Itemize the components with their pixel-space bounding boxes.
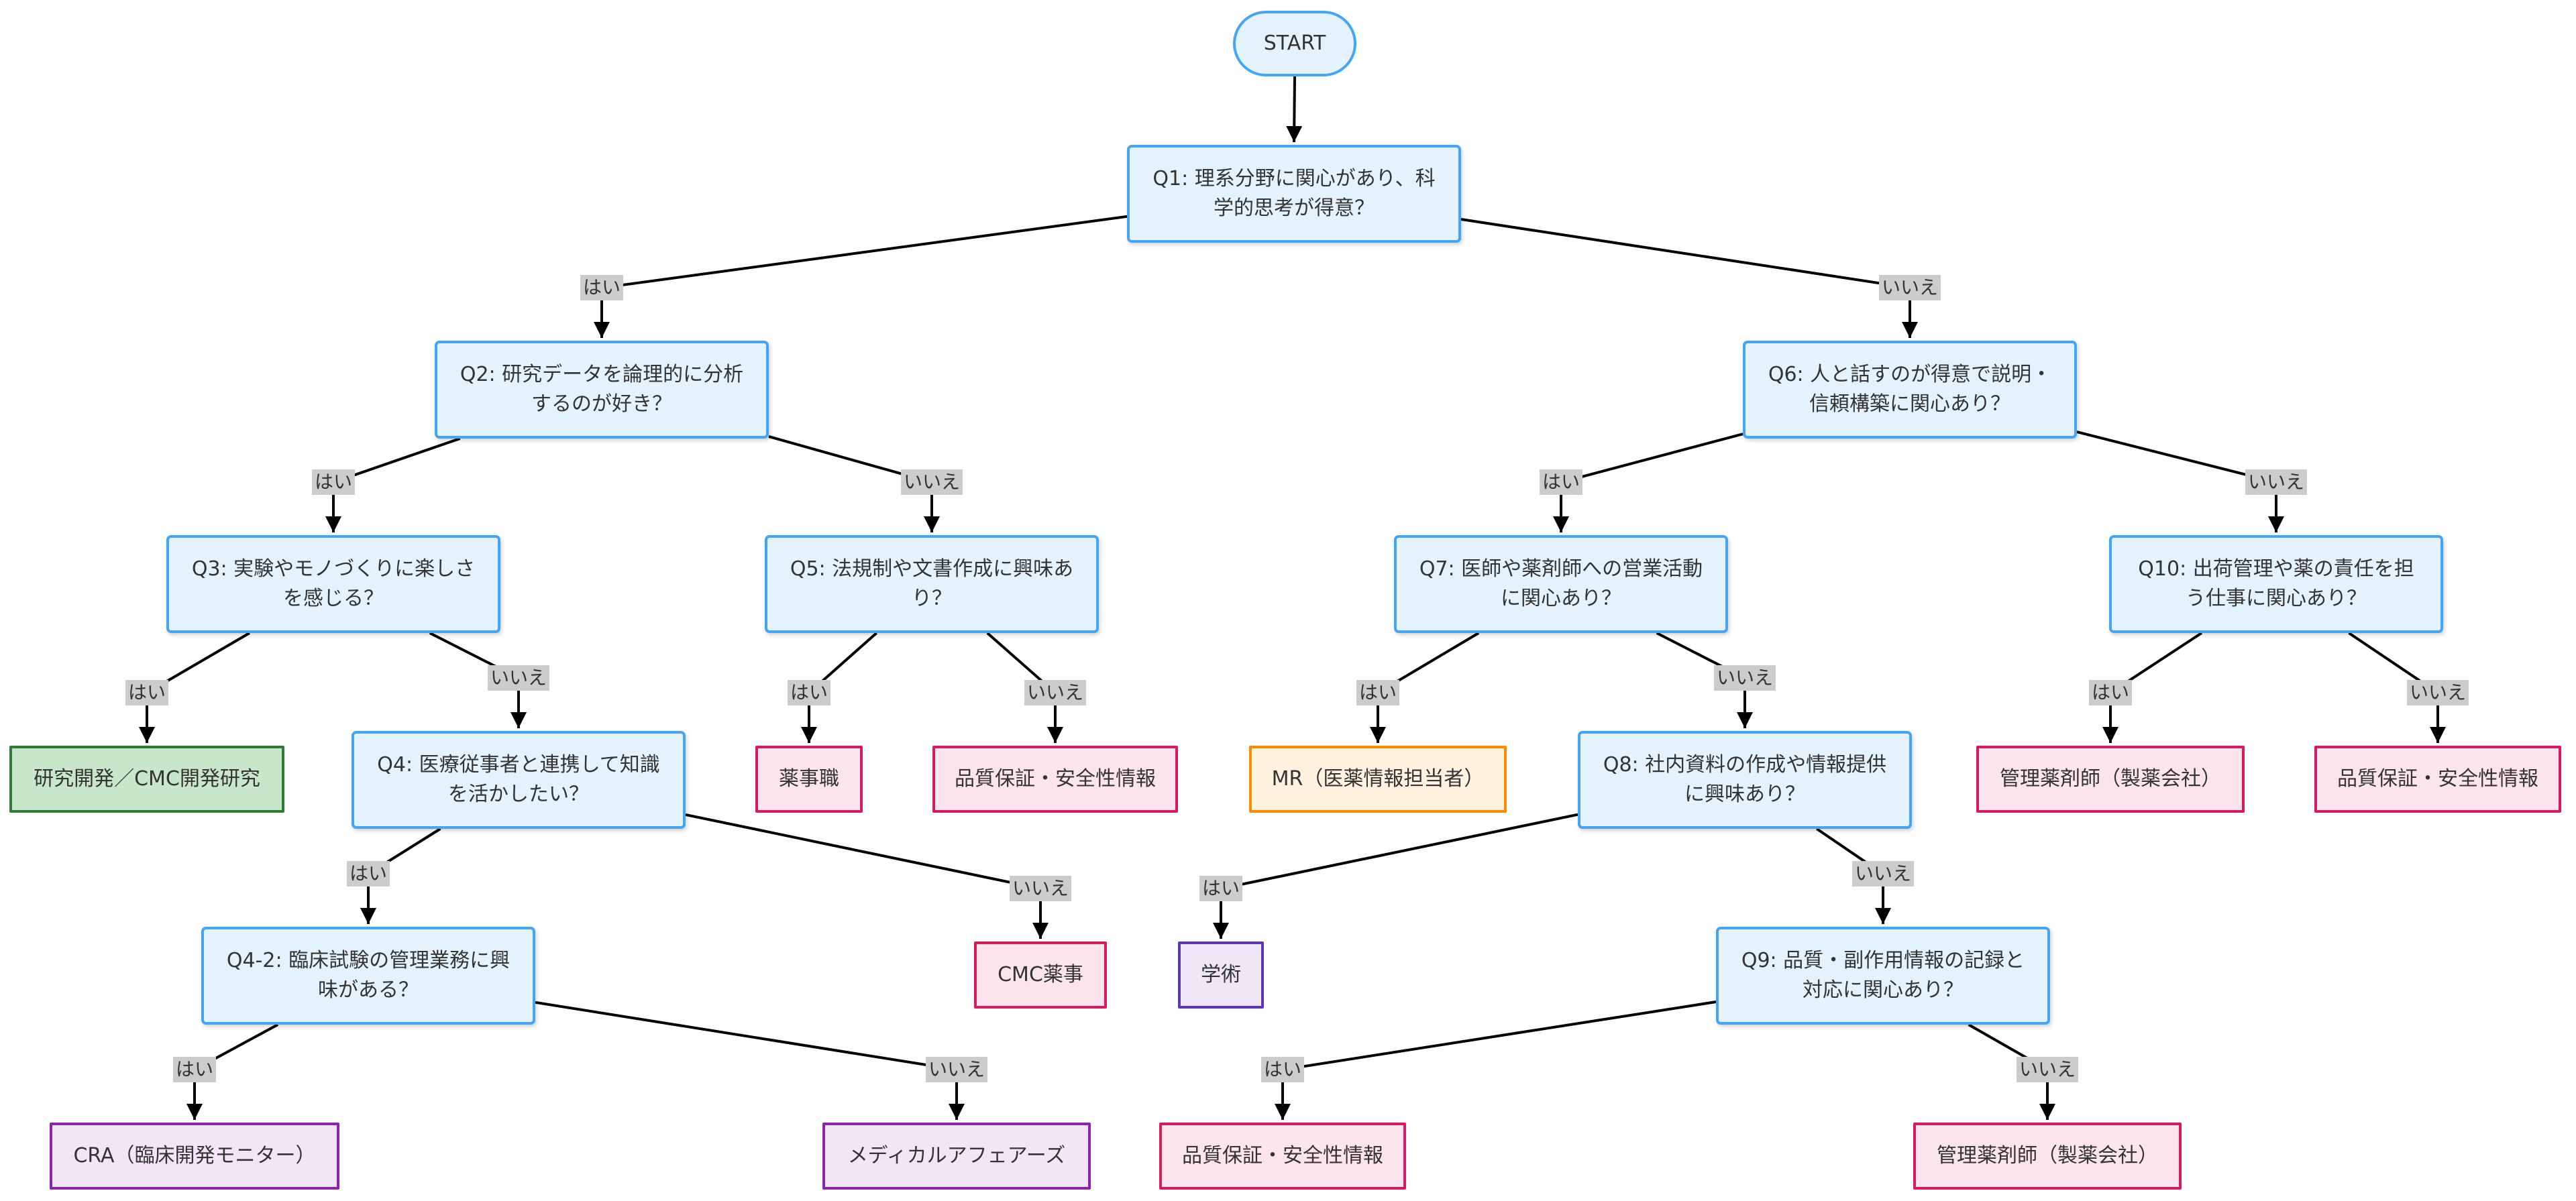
question-q8: Q8: 社内資料の作成や情報提供 に興味あり？ (1578, 731, 1912, 829)
edge-connector (1560, 433, 1743, 484)
edge-label-no: いいえ (925, 1057, 988, 1083)
question-q4-2: Q4-2: 臨床試験の管理業務に興 味がある？ (201, 927, 535, 1025)
edge-label-no: いいえ (1878, 275, 1941, 301)
edge-label-no: いいえ (1851, 861, 1915, 887)
edge-label-yes: はい (311, 469, 356, 496)
edge-label-yes: はい (787, 680, 831, 706)
result-research-development: 研究開発／CMC開発研究 (9, 746, 284, 813)
question-q3: Q3: 実験やモノづくりに楽しさ を感じる？ (166, 535, 500, 633)
edge-connector (1220, 813, 1578, 891)
edge-arrow (1286, 76, 1303, 143)
edge-connector (1282, 1000, 1717, 1072)
question-q9: Q9: 品質・副作用情報の記録と 対応に関心あり？ (1716, 927, 2050, 1025)
edge-label-yes: はい (125, 680, 169, 706)
edge-connector (2076, 431, 2277, 484)
start-node: START (1233, 11, 1356, 76)
edge-label-yes: はい (172, 1057, 217, 1083)
result-managing-pharmacist: 管理薬剤師（製薬会社） (1976, 746, 2245, 813)
edge-connector (1460, 218, 1911, 290)
question-q7: Q7: 医師や薬剤師への営業活動 に関心あり？ (1394, 535, 1728, 633)
edge-label-yes: はい (346, 861, 390, 887)
edge-label-yes: はい (1356, 680, 1400, 706)
result-quality-assurance: 品質保証・安全性情報 (1159, 1123, 1406, 1190)
edge-connector (535, 1000, 957, 1072)
edge-label-no: いいえ (1713, 665, 1776, 691)
edge-label-no: いいえ (2245, 469, 2308, 496)
question-q6: Q6: 人と話すのが得意で説明・ 信頼構築に関心あり？ (1743, 341, 2077, 439)
edge-connector (685, 813, 1041, 891)
result-medical-affairs: メディカルアフェアーズ (822, 1123, 1091, 1190)
edge-label-yes: はい (1260, 1057, 1305, 1083)
edge-label-yes: はい (1539, 469, 1583, 496)
edge-label-yes: はい (580, 275, 624, 301)
question-q2: Q2: 研究データを論理的に分析 するのが好き？ (435, 341, 769, 439)
result-mr: MR（医薬情報担当者） (1249, 746, 1507, 813)
edge-label-no: いいえ (2016, 1057, 2079, 1083)
result-quality-assurance: 品質保証・安全性情報 (932, 746, 1178, 813)
result-managing-pharmacist: 管理薬剤師（製薬会社） (1913, 1123, 2182, 1190)
edge-label-no: いいえ (2406, 680, 2469, 706)
question-q4: Q4: 医療従事者と連携して知識 を活かしたい？ (352, 731, 686, 829)
edge-label-no: いいえ (487, 665, 550, 691)
edge-label-yes: はい (1199, 876, 1243, 902)
edge-label-yes: はい (2088, 680, 2133, 706)
result-regulatory-affairs: 薬事職 (755, 746, 863, 813)
result-cmc-regulatory: CMC薬事 (974, 941, 1107, 1009)
question-q1: Q1: 理系分野に関心があり、科 学的思考が得意？ (1127, 145, 1461, 243)
result-medical-science: 学術 (1178, 941, 1264, 1009)
edge-connector (601, 215, 1128, 290)
result-cra: CRA（臨床開発モニター） (50, 1123, 339, 1190)
question-q10: Q10: 出荷管理や薬の責任を担 う仕事に関心あり？ (2109, 535, 2443, 633)
edge-label-no: いいえ (900, 469, 963, 496)
edge-label-no: いいえ (1024, 680, 1087, 706)
question-q5: Q5: 法規制や文書作成に興味あ り？ (765, 535, 1099, 633)
edge-label-no: いいえ (1009, 876, 1072, 902)
result-quality-assurance: 品質保証・安全性情報 (2314, 746, 2561, 813)
